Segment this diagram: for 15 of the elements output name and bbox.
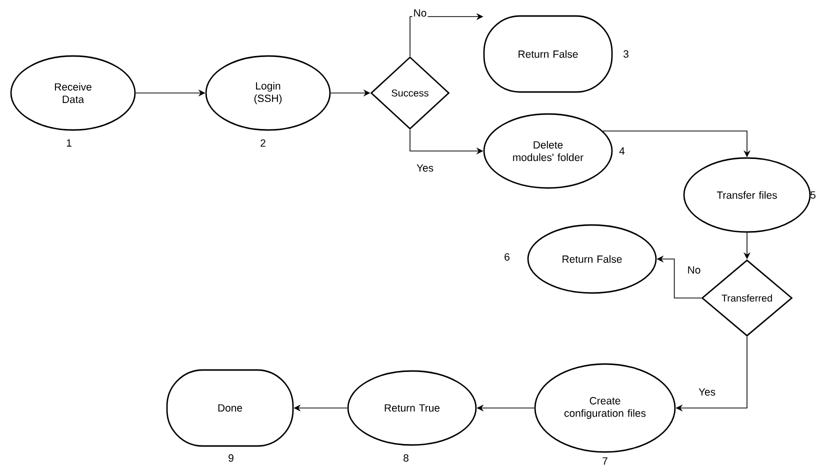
terminal-box: Done [166,369,294,447]
edge-label: Yes [415,163,435,173]
edge-label: No [686,265,702,275]
step-number: 5 [810,191,816,199]
step-number: 1 [66,139,72,147]
edge-label: No [412,8,428,18]
terminal-box: Return False [483,15,613,93]
step-number: 3 [623,50,628,58]
step-number: 2 [260,139,266,147]
edge-label: Yes [697,387,717,397]
step-number: 7 [602,457,608,465]
step-number: 4 [619,147,625,155]
step-number: 8 [404,454,408,462]
step-number: 9 [228,454,234,462]
step-number: 6 [504,253,510,261]
